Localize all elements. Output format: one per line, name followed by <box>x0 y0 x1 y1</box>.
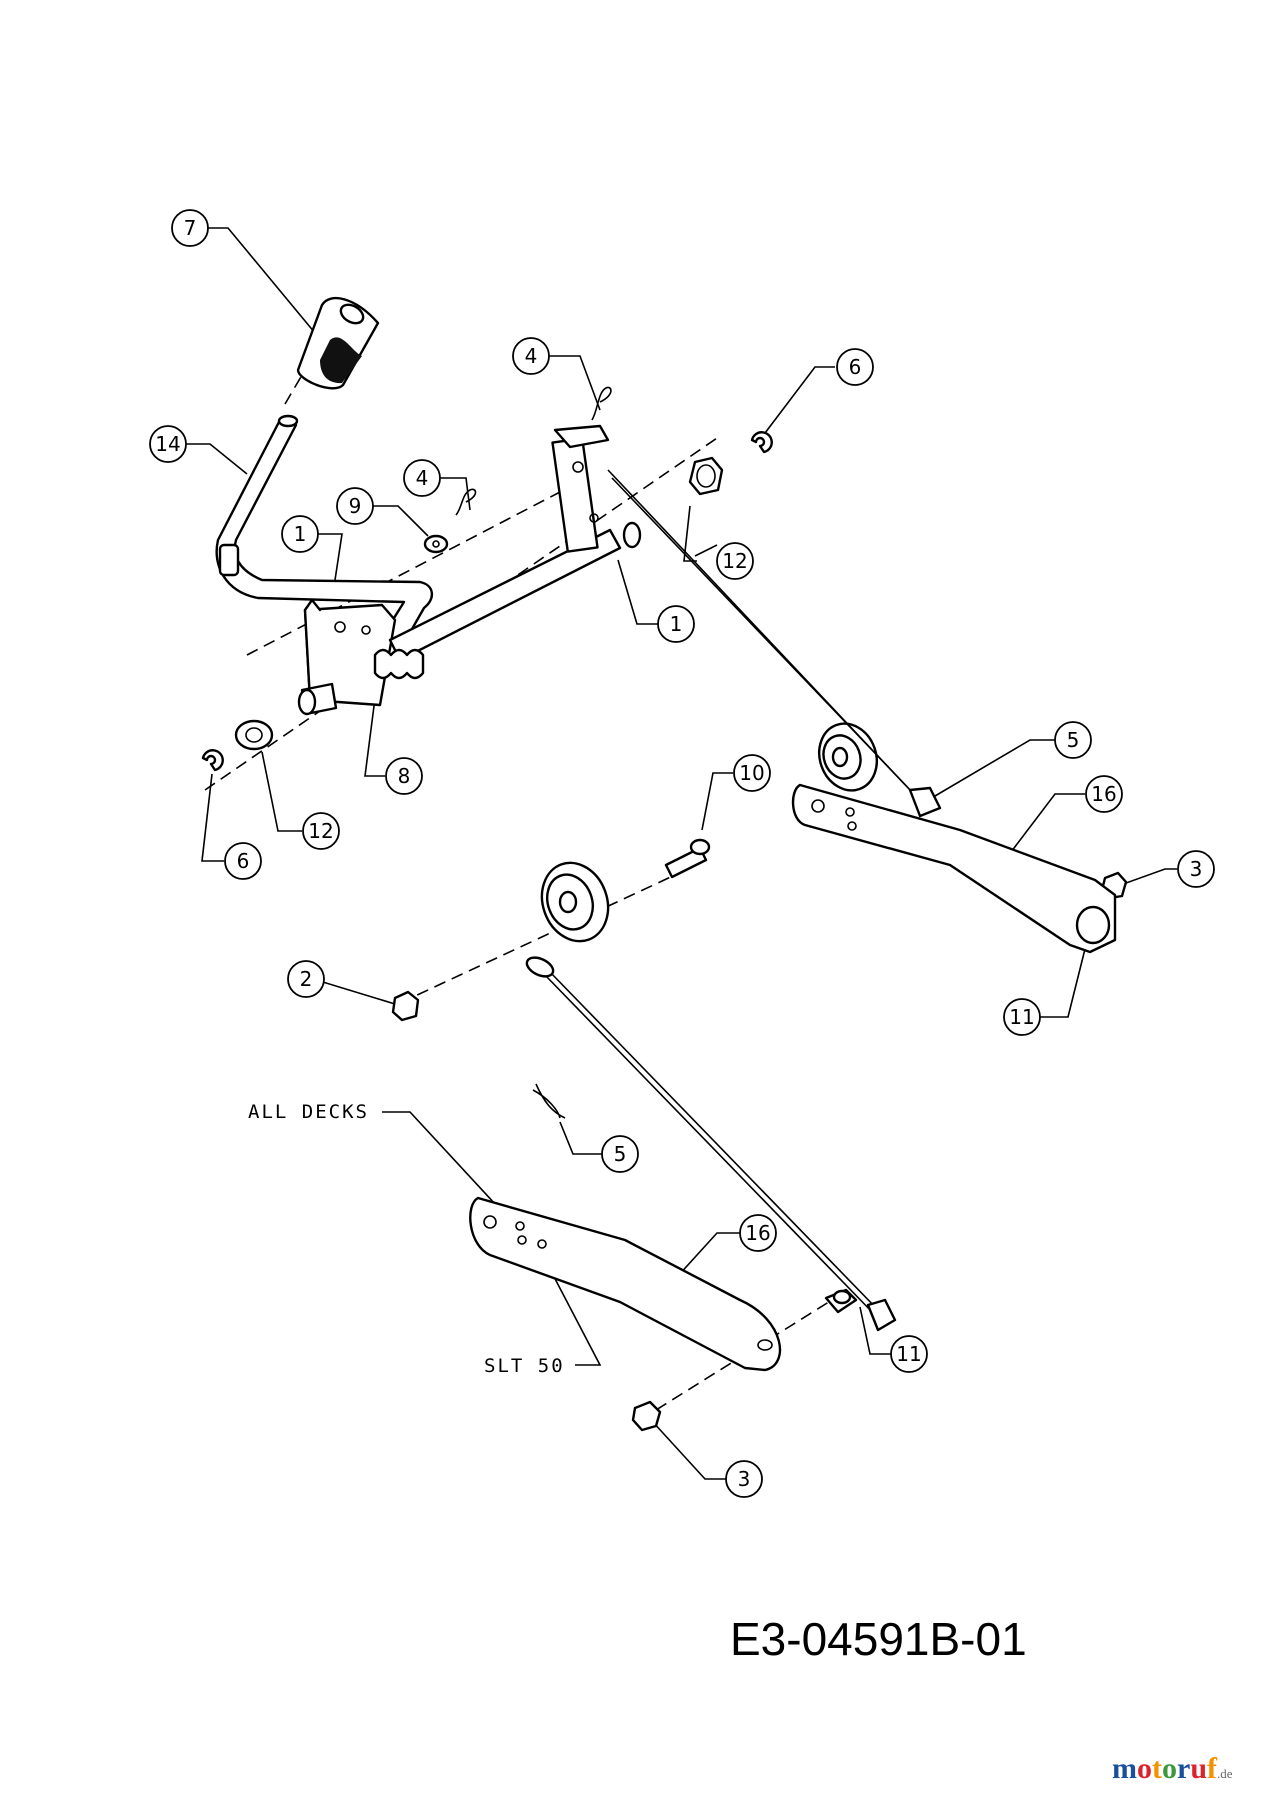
callout-label: 6 <box>237 849 250 873</box>
brand-letter: u <box>1190 1752 1208 1785</box>
brand-logo: motoruf.de <box>1112 1752 1233 1786</box>
callout-3-bottom: 3 <box>725 1460 763 1498</box>
callout-label: 8 <box>398 764 411 788</box>
pulleys <box>540 722 878 943</box>
document-number: E3-04591B-01 <box>730 1613 1027 1665</box>
brand-letter: m <box>1112 1752 1137 1785</box>
callout-label: 1 <box>670 612 683 636</box>
callout-label: 4 <box>525 344 538 368</box>
brand-letter: o <box>1162 1752 1177 1785</box>
callout-16-bottom: 16 <box>739 1214 777 1252</box>
brand-letter: r <box>1177 1752 1191 1785</box>
callout-6-bottom: 6 <box>224 842 262 880</box>
callout-label: 1 <box>294 522 307 546</box>
callout-1-right: 1 <box>657 605 695 643</box>
callout-label: 3 <box>1190 857 1203 881</box>
callout-2: 2 <box>287 960 325 998</box>
note-all-decks: ALL DECKS <box>248 1101 369 1123</box>
callout-label: 12 <box>308 819 333 843</box>
callout-5-top: 5 <box>1054 721 1092 759</box>
callout-label: 7 <box>184 216 197 240</box>
callout-4-left: 4 <box>403 459 441 497</box>
callout-9: 9 <box>336 487 374 525</box>
callout-4-top: 4 <box>512 337 550 375</box>
callout-label: 4 <box>416 466 429 490</box>
callout-label: 10 <box>739 761 764 785</box>
callout-label: 2 <box>300 967 313 991</box>
brand-letters: motoruf <box>1112 1752 1217 1785</box>
callout-12-top: 12 <box>716 542 754 580</box>
brand-letter: o <box>1137 1752 1152 1785</box>
callout-label: 16 <box>745 1221 770 1245</box>
callout-label: 6 <box>849 355 862 379</box>
callout-8: 8 <box>385 757 423 795</box>
brand-letter: t <box>1152 1752 1162 1785</box>
handle-grip-part <box>296 296 380 390</box>
callout-11-top: 11 <box>1003 998 1041 1036</box>
brand-suffix: .de <box>1217 1766 1233 1781</box>
lift-link-lower <box>469 1196 858 1372</box>
note-slt50: SLT 50 <box>484 1355 565 1377</box>
callout-label: 5 <box>614 1142 627 1166</box>
callout-label: 11 <box>896 1342 921 1366</box>
callout-label: 9 <box>349 494 362 518</box>
lift-link-upper <box>791 783 1117 954</box>
callout-label: 14 <box>155 432 180 456</box>
callout-11-bottom: 11 <box>890 1335 928 1373</box>
hardware-parts <box>201 386 1128 1432</box>
callout-10: 10 <box>733 754 771 792</box>
callout-label: 11 <box>1009 1005 1034 1029</box>
brand-letter: f <box>1207 1752 1218 1785</box>
callout-label: 12 <box>722 549 747 573</box>
callout-6-top: 6 <box>836 348 874 386</box>
callout-5-bottom: 5 <box>601 1135 639 1173</box>
callout-14: 14 <box>149 425 187 463</box>
callout-label: 5 <box>1067 728 1080 752</box>
callout-label: 3 <box>738 1467 751 1491</box>
callout-7: 7 <box>171 209 209 247</box>
callout-12-bottom: 12 <box>302 812 340 850</box>
callout-1-left: 1 <box>281 515 319 553</box>
callout-16-top: 16 <box>1085 775 1123 813</box>
callout-label: 16 <box>1091 782 1116 806</box>
lift-shaft-assembly <box>297 424 642 716</box>
lift-cables <box>525 469 942 1332</box>
lift-handle-part <box>215 414 433 666</box>
callout-3-top: 3 <box>1177 850 1215 888</box>
